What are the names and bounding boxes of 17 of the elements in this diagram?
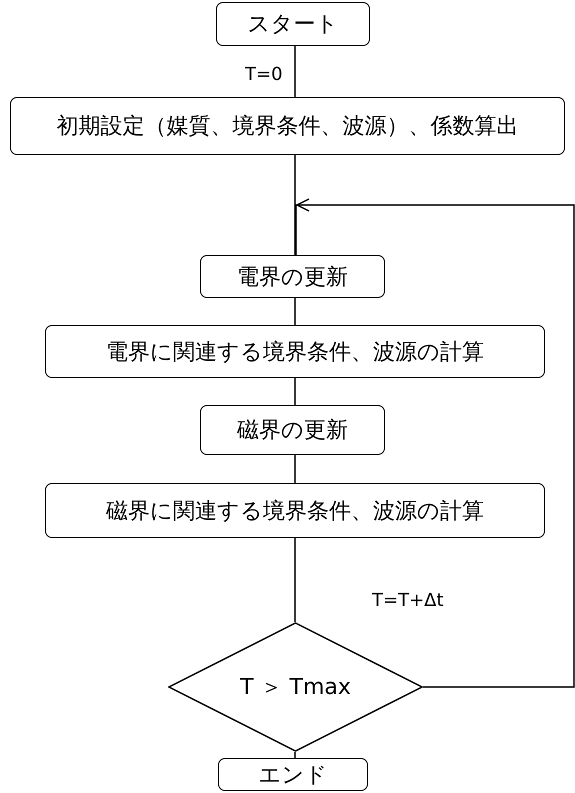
connector-line [294,455,296,483]
process-box: 磁界の更新 [200,405,385,455]
process-box: 電界に関連する境界条件、波源の計算 [45,325,545,378]
step-label: T=T+Δt [372,590,444,611]
process-box: エンド [218,758,368,791]
connector-line [294,46,296,97]
process-box: 初期設定（媒質、境界条件、波源）、係数算出 [10,97,565,155]
connector-line [294,752,296,758]
connector-line [294,538,296,622]
decision-diamond: T ＞ Tmax [168,622,423,752]
step-label: T=0 [245,64,283,85]
process-box: 電界の更新 [200,255,385,298]
connector-line [294,378,296,405]
connector-line [294,298,296,325]
process-box: 磁界に関連する境界条件、波源の計算 [45,483,545,538]
process-box: スタート [216,2,370,46]
connector-line [294,155,296,255]
